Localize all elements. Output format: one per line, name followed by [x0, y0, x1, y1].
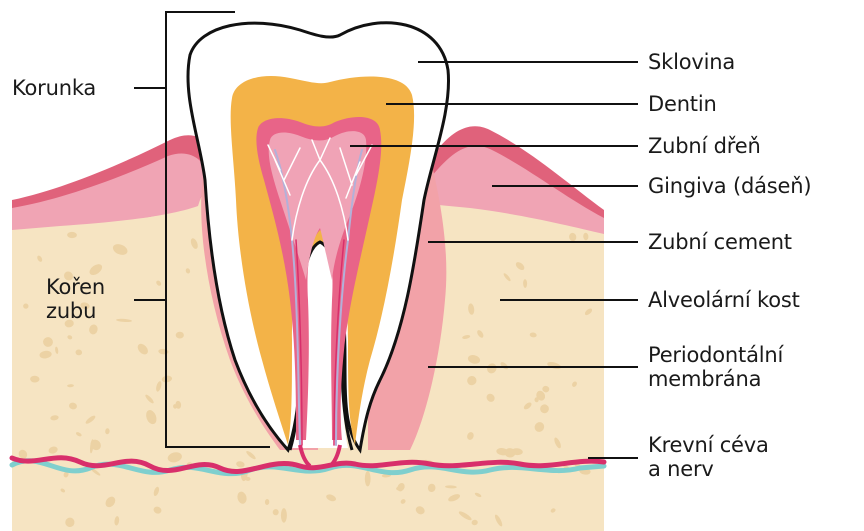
label-krevni-line2: a nerv: [648, 457, 769, 481]
label-zubni-dren: Zubní dřeň: [648, 134, 761, 158]
label-krevni-line1: Krevní céva: [648, 433, 769, 457]
label-koren-line2: zubu: [46, 299, 105, 323]
label-periodontalni-line1: Periodontální: [648, 343, 783, 367]
label-alveolarni-kost: Alveolární kost: [648, 288, 800, 312]
label-periodontalni-line2: membrána: [648, 367, 783, 391]
label-koren-line1: Kořen: [46, 275, 105, 299]
label-zubni-cement: Zubní cement: [648, 230, 792, 254]
label-koren-zubu: Kořen zubu: [46, 275, 105, 323]
label-sklovina: Sklovina: [648, 50, 735, 74]
bone-spot: [365, 471, 371, 486]
label-korunka: Korunka: [12, 76, 96, 100]
label-gingiva: Gingiva (dáseň): [648, 174, 811, 198]
label-periodontalni-membrana: Periodontální membrána: [648, 343, 783, 391]
label-krevni-ceva-a-nerv: Krevní céva a nerv: [648, 433, 769, 481]
bone-spot: [281, 508, 287, 523]
label-dentin: Dentin: [648, 92, 717, 116]
